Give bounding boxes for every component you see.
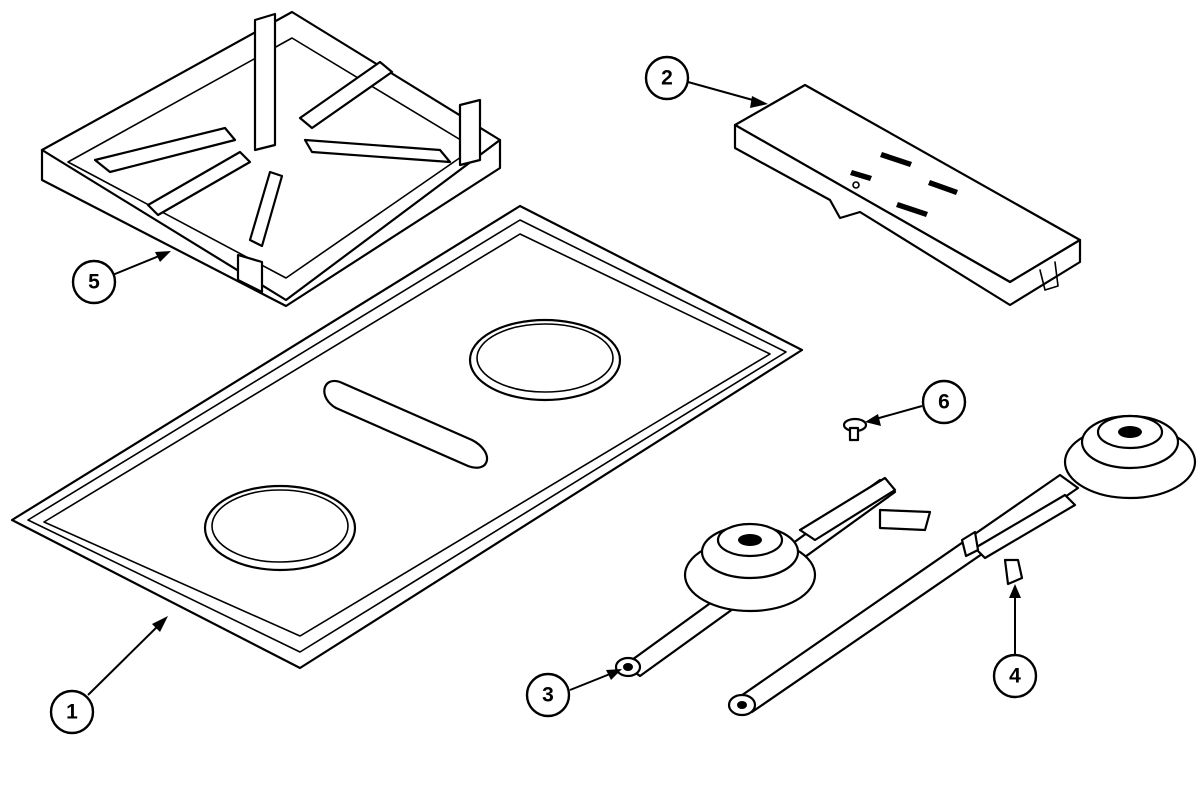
callout-2-label: 2	[661, 67, 673, 90]
callout-5-label: 5	[88, 271, 100, 294]
bracket	[733, 83, 1082, 307]
burner-assembly-large	[727, 414, 1197, 717]
burner-assembly-small	[614, 476, 932, 678]
burner-grate	[40, 10, 502, 308]
callout-6-label: 6	[938, 391, 950, 414]
leader-lines	[87, 81, 1021, 696]
callout-4: 4	[992, 653, 1038, 699]
callout-2: 2	[644, 55, 690, 101]
callout-3: 3	[525, 672, 571, 718]
callout-5: 5	[71, 259, 117, 305]
callout-1-label: 1	[66, 701, 78, 724]
callout-4-label: 4	[1009, 665, 1021, 688]
callout-3-label: 3	[542, 684, 554, 707]
callout-1: 1	[49, 689, 95, 735]
cooktop-panel	[10, 204, 804, 670]
callout-6: 6	[921, 379, 967, 425]
screw	[842, 417, 868, 442]
